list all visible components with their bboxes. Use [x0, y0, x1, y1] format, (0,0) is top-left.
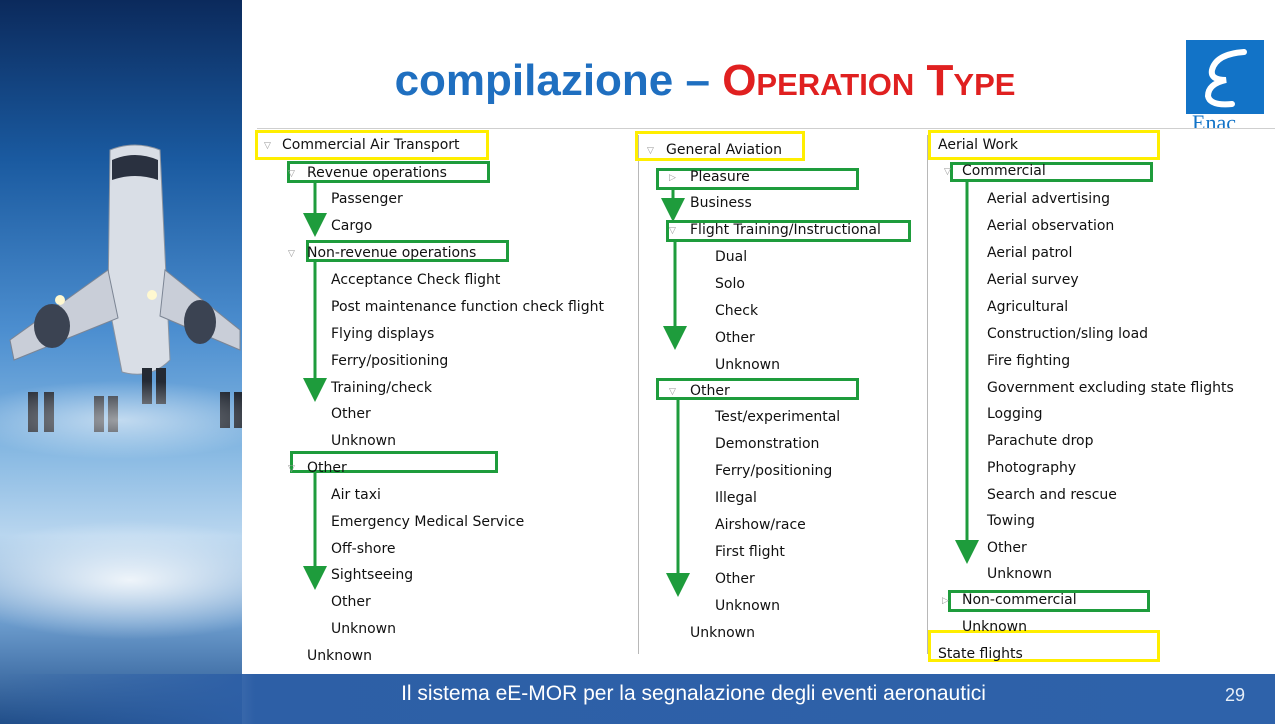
expand-triangle-icon[interactable]: ▷ — [942, 595, 949, 605]
title-accent: Operation Type — [722, 56, 1016, 105]
highlight-ga-other — [656, 378, 859, 400]
collapse-triangle-icon[interactable]: ▽ — [669, 225, 676, 235]
tree-item-demonstration[interactable]: Demonstration — [715, 436, 820, 452]
tree-item-aerial-survey[interactable]: Aerial survey — [987, 272, 1079, 288]
page-title: compilazione – Operation Type — [300, 56, 1110, 106]
collapse-triangle-icon[interactable]: ▽ — [288, 248, 295, 258]
tree-item-acceptance-check-flight[interactable]: Acceptance Check flight — [331, 272, 501, 288]
tree-item-unknown[interactable]: Unknown — [307, 648, 372, 664]
tree-item-unknown[interactable]: Unknown — [331, 433, 396, 449]
airplane-icon — [9, 144, 242, 432]
tree-item-ferry-positioning[interactable]: Ferry/positioning — [331, 353, 449, 369]
highlight-pleasure — [656, 168, 859, 190]
tree-item-other[interactable]: Other — [307, 460, 347, 476]
column-divider — [927, 135, 928, 654]
tree-item-search-and-rescue[interactable]: Search and rescue — [987, 487, 1117, 503]
highlight-revenue-operations — [287, 161, 490, 183]
tree-item-flight-training-instructional[interactable]: Flight Training/Instructional — [690, 222, 881, 238]
tree-item-passenger[interactable]: Passenger — [331, 191, 403, 207]
tree-item-non-commercial[interactable]: Non-commercial — [962, 592, 1077, 608]
tree-item-construction-sling-load[interactable]: Construction/sling load — [987, 326, 1149, 342]
collapse-triangle-icon[interactable]: ▽ — [944, 166, 951, 176]
tree-item-flying-displays[interactable]: Flying displays — [331, 326, 435, 342]
tree-item-revenue-operations[interactable]: Revenue operations — [307, 165, 447, 181]
highlight-general-aviation — [635, 131, 805, 161]
logo-swoosh-icon — [1204, 49, 1247, 108]
footer-text: Il sistema eE-MOR per la segnalazione de… — [401, 682, 986, 705]
tree-item-sightseeing[interactable]: Sightseeing — [331, 567, 414, 583]
tree-item-agricultural[interactable]: Agricultural — [987, 299, 1069, 315]
title-main: compilazione – — [394, 56, 723, 105]
highlight-state-flights — [928, 630, 1160, 662]
footer-bar — [0, 674, 1275, 724]
tree-item-solo[interactable]: Solo — [715, 276, 745, 292]
tree-item-unknown[interactable]: Unknown — [962, 619, 1027, 635]
logo-mark — [1186, 40, 1264, 114]
tree-item-commercial[interactable]: Commercial — [962, 163, 1046, 179]
expand-triangle-icon[interactable]: ▷ — [669, 172, 676, 182]
tree-item-unknown[interactable]: Unknown — [987, 566, 1052, 582]
tree-item-emergency-medical-service[interactable]: Emergency Medical Service — [331, 514, 525, 530]
tree-item-other[interactable]: Other — [331, 594, 371, 610]
tree-item-parachute-drop[interactable]: Parachute drop — [987, 433, 1094, 449]
tree-item-commercial-air-transport[interactable]: Commercial Air Transport — [282, 137, 460, 153]
airplane-photo — [0, 0, 242, 724]
tree-item-air-taxi[interactable]: Air taxi — [331, 487, 381, 503]
tree-item-illegal[interactable]: Illegal — [715, 490, 757, 506]
tree-item-fire-fighting[interactable]: Fire fighting — [987, 353, 1071, 369]
tree-item-other[interactable]: Other — [987, 540, 1027, 556]
highlight-cat-other — [290, 451, 498, 473]
tree-item-aerial-work[interactable]: Aerial Work — [938, 137, 1018, 153]
tree-item-first-flight[interactable]: First flight — [715, 544, 785, 560]
tree-item-general-aviation[interactable]: General Aviation — [666, 142, 782, 158]
tree-item-cargo[interactable]: Cargo — [331, 218, 373, 234]
collapse-triangle-icon[interactable]: ▽ — [647, 145, 654, 155]
highlight-non-commercial — [948, 590, 1150, 612]
collapse-triangle-icon[interactable]: ▽ — [288, 168, 295, 178]
highlight-commercial-air-transport — [255, 130, 489, 160]
page-number: 29 — [1225, 685, 1246, 705]
collapse-triangle-icon[interactable]: ▽ — [264, 140, 271, 150]
tree-item-towing[interactable]: Towing — [987, 513, 1035, 529]
tree-item-test-experimental[interactable]: Test/experimental — [715, 409, 841, 425]
tree-item-unknown[interactable]: Unknown — [690, 625, 755, 641]
tree-item-off-shore[interactable]: Off-shore — [331, 541, 396, 557]
tree-item-unknown[interactable]: Unknown — [715, 598, 780, 614]
enac-logo: Enac — [1186, 36, 1264, 134]
highlight-commercial — [950, 162, 1153, 182]
tree-item-airshow-race[interactable]: Airshow/race — [715, 517, 806, 533]
tree-item-check[interactable]: Check — [715, 303, 759, 319]
collapse-triangle-icon[interactable]: ▽ — [288, 463, 295, 473]
tree-item-aerial-advertising[interactable]: Aerial advertising — [987, 191, 1110, 207]
tree-item-unknown[interactable]: Unknown — [331, 621, 396, 637]
tree-item-non-revenue-operations[interactable]: Non-revenue operations — [307, 245, 477, 261]
tree-item-other[interactable]: Other — [715, 571, 755, 587]
tree-item-pleasure[interactable]: Pleasure — [690, 169, 750, 185]
operation-type-tree — [257, 128, 1275, 654]
tree-item-unknown[interactable]: Unknown — [715, 357, 780, 373]
highlight-flight-training — [666, 220, 911, 242]
tree-item-other[interactable]: Other — [690, 383, 730, 399]
tree-item-state-flights[interactable]: State flights — [938, 646, 1023, 662]
tree-item-ferry-positioning[interactable]: Ferry/positioning — [715, 463, 833, 479]
tree-item-business[interactable]: Business — [690, 195, 752, 211]
tree-item-other[interactable]: Other — [715, 330, 755, 346]
tree-item-training-check[interactable]: Training/check — [331, 380, 432, 396]
tree-item-logging[interactable]: Logging — [987, 406, 1043, 422]
highlight-aerial-work — [928, 130, 1160, 160]
tree-item-government-excluding-state-flights[interactable]: Government excluding state flights — [987, 380, 1234, 396]
tree-item-aerial-observation[interactable]: Aerial observation — [987, 218, 1115, 234]
tree-item-post-maintenance-function-check-flight[interactable]: Post maintenance function check flight — [331, 299, 604, 315]
column-divider — [638, 135, 639, 654]
tree-item-other[interactable]: Other — [331, 406, 371, 422]
tree-item-dual[interactable]: Dual — [715, 249, 748, 265]
tree-item-aerial-patrol[interactable]: Aerial patrol — [987, 245, 1073, 261]
highlight-non-revenue-operations — [306, 240, 509, 262]
collapse-triangle-icon[interactable]: ▽ — [669, 386, 676, 396]
tree-item-photography[interactable]: Photography — [987, 460, 1077, 476]
